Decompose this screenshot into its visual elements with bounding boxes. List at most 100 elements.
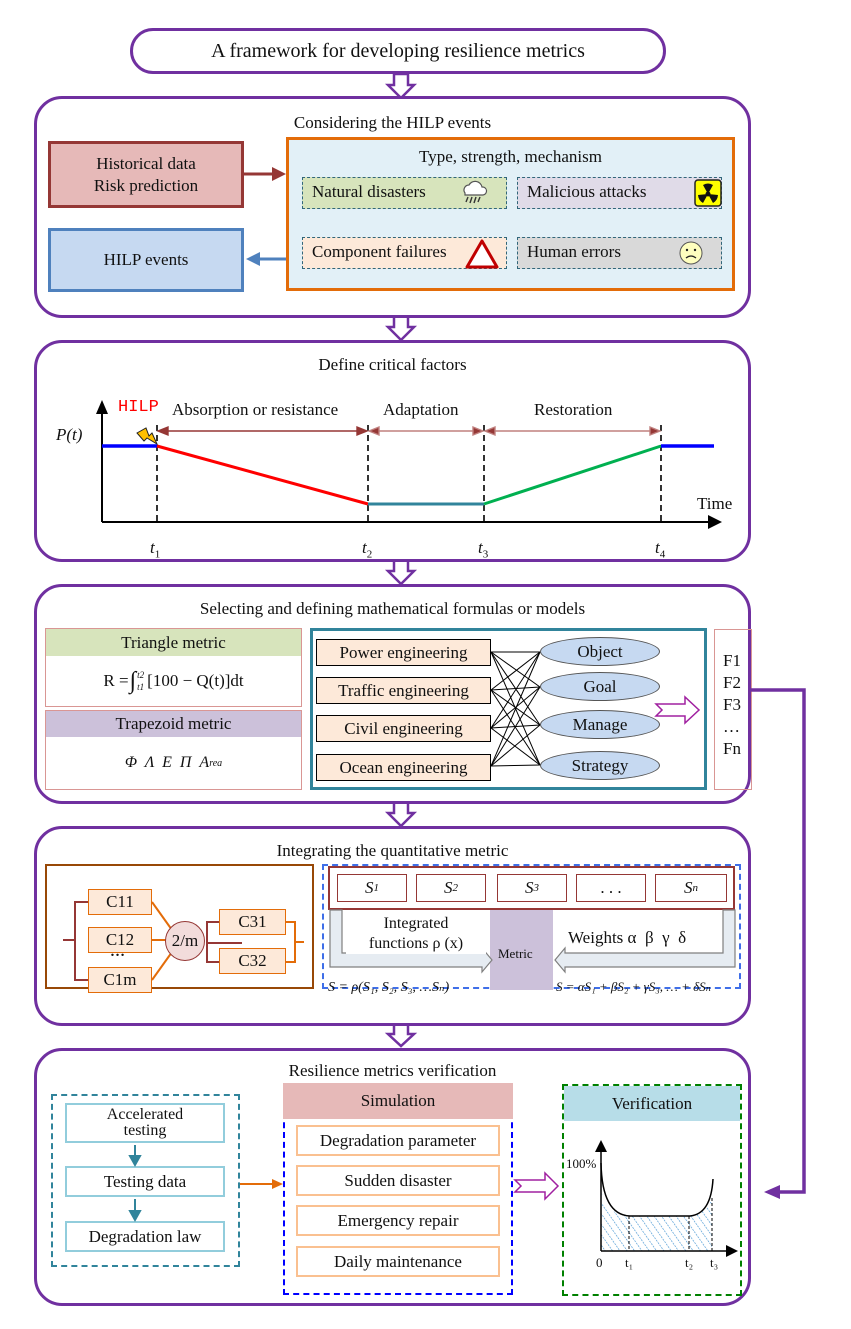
output-f3: F3: [723, 695, 741, 714]
hilp-label: HILP: [118, 398, 159, 417]
type-component-failures: Component failures: [302, 237, 507, 269]
field-aspect-connections: [490, 651, 701, 767]
factors-panel: Define critical factors: [34, 340, 751, 562]
testing-to-simulation-arrowhead: [272, 1179, 283, 1189]
component-c32: C32: [219, 948, 286, 974]
tick-t3: t3: [478, 538, 489, 561]
degradation-law-box: Degradation law: [65, 1221, 225, 1252]
integrated-functions-arrow: [329, 909, 493, 974]
hilp-events-box: HILP events: [48, 228, 244, 292]
sad-face-icon: [679, 241, 703, 265]
bathtub-curve: [600, 1162, 714, 1217]
voter-2-of-m: 2/m: [165, 921, 205, 961]
aspect-goal: Goal: [540, 672, 660, 701]
output-fn: Fn: [723, 739, 741, 758]
x-axis-label: Time: [697, 494, 733, 513]
trapezoid-metric-title: Trapezoid metric: [46, 711, 301, 737]
absorption-line: [156, 444, 369, 506]
integration-arrows: [329, 909, 736, 974]
output-f2: F2: [723, 673, 741, 692]
aspect-manage: Manage: [540, 710, 660, 739]
sim-sudden-disaster: Sudden disaster: [296, 1165, 500, 1196]
phase-label-absorption: Absorption or resistance: [172, 400, 339, 419]
hilp-events-label: HILP events: [103, 250, 189, 269]
engineering-mapping-box: [310, 628, 707, 790]
type-label: Human errors: [527, 242, 621, 261]
metric-label: Metric: [498, 946, 533, 961]
component-c31: C31: [219, 909, 286, 935]
simulation-title: Simulation: [283, 1083, 513, 1119]
component-ellipsis: …: [110, 944, 125, 960]
y-axis-label: P(t): [56, 425, 83, 444]
integration-formula-right: S = αS₁ + βS₂ + γS₃, … + δSₙ: [556, 979, 711, 994]
accelerated-testing-box: Accelerated testing: [65, 1103, 225, 1143]
phase-label-adaptation: Adaptation: [383, 400, 459, 419]
framework-title: A framework for developing resilience me…: [211, 39, 585, 62]
y-axis-arrow: [96, 400, 108, 414]
historical-data-label: Historical data: [96, 153, 196, 173]
verify-tick-t3: t₃: [710, 1255, 719, 1270]
tick-t1: t1: [150, 538, 161, 561]
historical-data-box: Historical data Risk prediction: [48, 141, 244, 208]
verify-tick-0: 0: [596, 1255, 603, 1270]
verify-tick-t2: t₂: [685, 1255, 694, 1270]
sub-metrics-row: [328, 866, 735, 910]
formula-outputs-box: F1 F2 F3 … Fn: [714, 629, 752, 790]
verification-panel-title: Resilience metrics verification: [288, 1061, 497, 1080]
component-c11: C11: [88, 889, 152, 915]
tick-t2: t2: [362, 538, 373, 561]
to-outputs-arrow: [654, 695, 701, 725]
component-c12: C12: [88, 927, 152, 953]
type-malicious-attacks: Malicious attacks: [517, 177, 722, 209]
field-civil-engineering: Civil engineering: [316, 715, 491, 742]
sim-emergency-repair: Emergency repair: [296, 1205, 500, 1236]
integrated-functions-label: Integrated functions ρ (x): [346, 914, 486, 954]
reliability-block-box: [45, 864, 314, 989]
factors-panel-title: Define critical factors: [318, 355, 467, 374]
down-arrow-1: [384, 72, 418, 100]
sub-metric-ellipsis: . . .: [576, 874, 646, 902]
type-human-errors: Human errors: [517, 237, 722, 269]
arrow-to-hilp-events: [246, 252, 288, 266]
testing-data-box: Testing data: [65, 1166, 225, 1197]
reliability-block-wiring: [63, 901, 304, 981]
arrow-to-types: [244, 167, 286, 181]
risk-prediction-label: Risk prediction: [93, 175, 199, 195]
x-axis-arrow: [708, 515, 722, 529]
sim-daily-maintenance: Daily maintenance: [296, 1246, 500, 1277]
output-ellipsis: …: [723, 717, 740, 736]
warning-triangle-icon: [465, 239, 499, 269]
phase-arrow-adaptation: [367, 425, 485, 437]
triangle-metric-title: Triangle metric: [46, 629, 301, 656]
framework-title-box: A framework for developing resilience me…: [130, 28, 666, 74]
formulas-panel-title: Selecting and defining mathematical form…: [199, 599, 586, 618]
hilp-panel-title: Considering the HILP events: [293, 113, 492, 132]
tick-t4: t4: [655, 538, 666, 561]
field-power-engineering: Power engineering: [316, 639, 491, 666]
component-c1m: C1m: [88, 967, 152, 993]
testing-group: [51, 1094, 240, 1267]
type-label: Natural disasters: [312, 182, 426, 201]
radiation-icon: [694, 179, 722, 207]
verify-y-label: 100%: [566, 1156, 597, 1171]
integration-formula-left: S = ρ(S₁, S₂, S₃, …Sₙ): [328, 980, 450, 995]
field-traffic-engineering: Traffic engineering: [316, 677, 491, 704]
weights-label: Weights α β γ δ: [568, 928, 687, 948]
metric-center-column: [490, 910, 553, 990]
aspect-object: Object: [540, 637, 660, 666]
resilience-curve-chart: [96, 400, 722, 529]
type-label: Malicious attacks: [527, 182, 647, 201]
aspect-strategy: Strategy: [540, 751, 660, 780]
types-title: Type, strength, mechanism: [419, 147, 602, 166]
type-label: Component failures: [312, 242, 447, 261]
verify-tick-t1: t₁: [625, 1255, 634, 1270]
phase-arrow-absorption: [156, 425, 369, 437]
